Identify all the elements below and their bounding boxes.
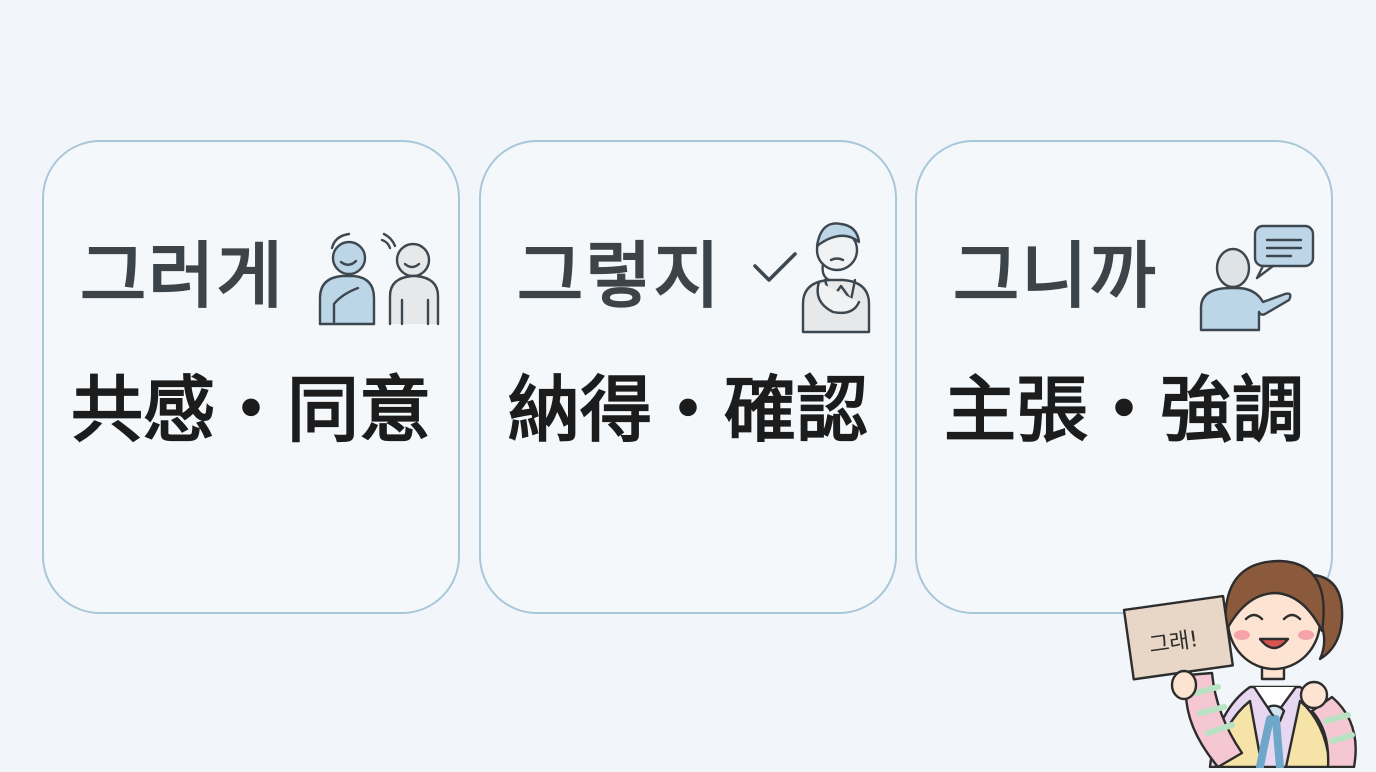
card-emphasis: 그니까 主張・強調 xyxy=(915,140,1333,614)
card-confirmation: 그렇지 納得・確認 xyxy=(479,140,897,614)
thinking-person-checkmark-icon xyxy=(753,222,871,334)
speaking-person-bubble-icon xyxy=(1199,224,1315,332)
japanese-meaning: 主張・強調 xyxy=(943,368,1304,452)
japanese-meaning: 納得・確認 xyxy=(507,368,868,452)
girl-mascot: 그래! xyxy=(1118,535,1368,771)
girl-holding-sign-illustration: 그래! xyxy=(1122,559,1357,771)
japanese-meaning: 共感・同意 xyxy=(70,368,431,452)
korean-word: 그렇지 xyxy=(517,234,722,318)
korean-word: 그니까 xyxy=(953,234,1158,318)
card-agreement: 그러게 共感・同意 xyxy=(42,140,460,614)
korean-word: 그러게 xyxy=(80,234,285,318)
two-people-agreeing-icon xyxy=(318,232,440,326)
